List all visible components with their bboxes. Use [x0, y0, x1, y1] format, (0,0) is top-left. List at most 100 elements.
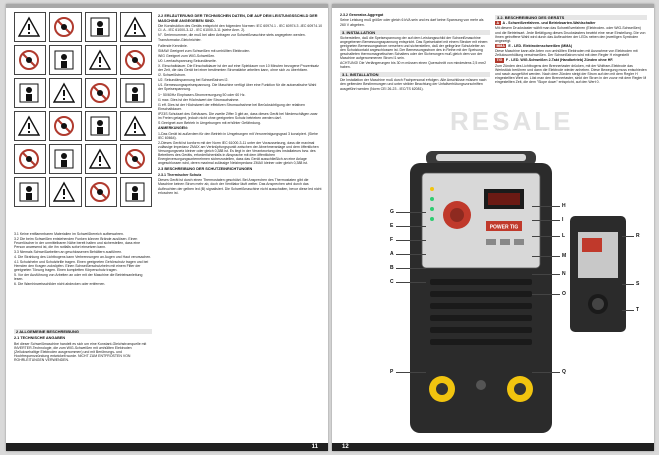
safety-pictogram-icon	[14, 144, 47, 174]
definition-item: U2. Sekundärspannung bei Schweißstrom I2…	[158, 78, 229, 83]
section-2-3-2-text: Seine Leistung muß größer oder gleich 6 …	[340, 18, 484, 27]
callout-o: O	[562, 291, 566, 297]
safety-pictogram-icon	[14, 78, 47, 108]
safety-pictogram-icon	[14, 177, 47, 207]
section-2-3-2-title: 2.3.2 Generator-Aggregat	[340, 13, 384, 17]
section-2-3-1-text: Dieses Gerät ist durch einen Thermostate…	[158, 178, 322, 195]
callout-leader-line	[532, 256, 560, 257]
section-2-2-title: 2.2 ERLÄUTERUNG DER TECHNISCHEN DATEN, D…	[158, 14, 318, 23]
warning-item: 4.1 Schutzhelm und Schutzbrille tragen. …	[14, 259, 149, 272]
torch-connector	[476, 380, 486, 390]
definition-item: N°. Seriennummer, die muß bei allen Anfr…	[158, 33, 306, 38]
warning-item: 3.2 Die beim Schweißen entstehenden Funk…	[14, 236, 141, 250]
resale-watermark: RESALE	[450, 106, 574, 136]
section-3-2-title: 3.2. BESCHREIBUNG DES GERÄTS	[495, 15, 647, 20]
definition-item: WIG Geeignet zum WIG-Schweißen.	[158, 53, 216, 58]
definition-item: I1 max. Dies ist der Höchstwert der Stro…	[158, 97, 240, 102]
safety-pictogram-icon	[119, 78, 152, 108]
section-3-note: ACHTUNG! Die Verlängerungen bis 30 m müs…	[340, 61, 487, 70]
page-11: 3.1 Keine entflammbaren Materialien im S…	[6, 4, 328, 451]
safety-pictogram-icon	[49, 177, 82, 207]
power-tig-label: POWER TIG	[490, 225, 519, 231]
page-footer-bar	[332, 443, 654, 451]
callout-f: F	[390, 237, 394, 243]
page-top-bar	[332, 4, 654, 8]
warning-item: 3.1 Keine entflammbaren Materialien im S…	[14, 232, 124, 236]
safety-pictogram-icon	[119, 144, 152, 174]
section-2-3-1-title: 2.3.1 Thermischer Schutz	[158, 172, 202, 177]
safety-pictogram-icon	[119, 111, 152, 141]
safety-pictogram-icon	[119, 12, 152, 42]
section-2-1-title: 2.1 TECHNISCHE ANGABEN	[14, 336, 66, 340]
callout-e: E	[390, 223, 394, 229]
safety-pictogram-icon	[49, 12, 82, 42]
page-number: 12	[342, 444, 349, 450]
definition-item: U1. Bemessungsspeisespannung. Die Maschi…	[158, 83, 317, 92]
page-footer-bar	[6, 443, 328, 451]
section-2-2-intro: Die Konstruktion des Geräts entspricht d…	[158, 24, 323, 33]
callout-i: I	[562, 217, 564, 223]
callout-leader-line	[532, 220, 560, 221]
power-switch	[582, 238, 602, 252]
callout-leader-line	[532, 274, 560, 275]
item-a-tag: A	[495, 21, 501, 26]
callout-n: N	[562, 271, 566, 277]
definition-item: IP23S Schutzart des Gehäuses. Die zweite…	[158, 111, 318, 120]
callout-leader-line	[396, 226, 426, 227]
section-2-2-block: 2.2 ERLÄUTERUNG DER TECHNISCHEN DATEN, D…	[158, 12, 322, 196]
section-2-3-title: 2.3 BESCHREIBUNG DER SCHUTZEINRICHTUNGEN	[158, 167, 253, 172]
safety-pictogram-icon	[119, 177, 152, 207]
warning-item: 4. Die Strahlung des Lichtbogens kann Ve…	[14, 254, 152, 259]
safety-pictogram-icon	[14, 111, 47, 141]
callout-q: Q	[562, 369, 566, 375]
safety-pictogram-icon	[84, 177, 117, 207]
item-f-text: Zum Zünden des Lichtbogens den Brennerta…	[495, 63, 647, 85]
callout-leader-line	[396, 268, 426, 269]
notes-title: ANMERKUNGEN:	[158, 126, 188, 131]
callout-p: P	[390, 369, 394, 375]
definition-item: I1 eff. Dies ist der Höchstwert der effe…	[158, 102, 305, 111]
callout-leader-line	[396, 212, 426, 213]
safety-pictogram-icon	[49, 45, 82, 75]
callout-h: H	[562, 203, 566, 209]
safety-pictogram-icon	[84, 45, 117, 75]
section-3-1-title: 3.1. INSTALLATION	[340, 72, 490, 78]
tig-tag: TIG	[495, 58, 504, 63]
safety-pictogram-icon	[49, 144, 82, 174]
item-a-text: Mit diesem Druckstaster wählt man das Sc…	[495, 26, 646, 43]
definition-item: Fallende Kennlinie.	[158, 43, 188, 48]
safety-pictogram-icon	[14, 12, 47, 42]
section-2-title: 2 ALLGEMEINE BESCHREIBUNG	[14, 329, 152, 334]
warning-item: 6. Die Warnhinweisschilder nicht abdecke…	[14, 281, 106, 286]
safety-pictogram-icon	[84, 78, 117, 108]
safety-pictogram-icon	[84, 111, 117, 141]
definition-item: Transformator-Gleichrichter.	[158, 38, 202, 43]
warning-list: 3.1 Keine entflammbaren Materialien im S…	[14, 232, 152, 287]
definition-item: U0. Leerlaufspannung Sekundärseite.	[158, 58, 217, 63]
safety-pictogram-grid	[14, 12, 152, 207]
page-number: 11	[311, 444, 318, 450]
section-2-1-text: Bei dieser Schweißmaschine handelt es si…	[14, 341, 147, 362]
definition-item: X. Einschaltdauer. Die Einschaltdauer is…	[158, 63, 319, 73]
item-e-text: Diese Maschine kann alle Arten von umhül…	[495, 49, 638, 58]
section-3-1-text: Die Installation der Maschine muß durch …	[340, 78, 487, 91]
welder-rear-illustration	[570, 216, 626, 332]
callout-s: S	[636, 281, 640, 287]
callout-g: G	[390, 209, 394, 215]
callout-m: M	[562, 253, 567, 259]
callout-leader-line	[396, 240, 426, 241]
definition-item: S Geeignet zum Betrieb in Umgebungen mit…	[158, 121, 261, 126]
callout-leader-line	[532, 372, 560, 373]
definition-item: 1~ 50/60Hz Einphasen-Stromversorgung 50 …	[158, 92, 246, 97]
page-12: 2.3.2 Generator-Aggregat Seine Leistung …	[332, 4, 654, 451]
welder-front-illustration: POWER TIG	[410, 151, 552, 433]
definition-item: SMAW Geeignet zum Schweißen mit umhüllte…	[158, 48, 251, 53]
callout-leader-line	[622, 310, 634, 311]
callout-r: R	[636, 233, 640, 239]
warning-item: 3.3 Niemals Schweißarbeiten an geschloss…	[14, 249, 123, 254]
warning-item: 5. Vor der Ausführung von Arbeiten an od…	[14, 272, 143, 281]
callout-t: T	[636, 307, 640, 313]
